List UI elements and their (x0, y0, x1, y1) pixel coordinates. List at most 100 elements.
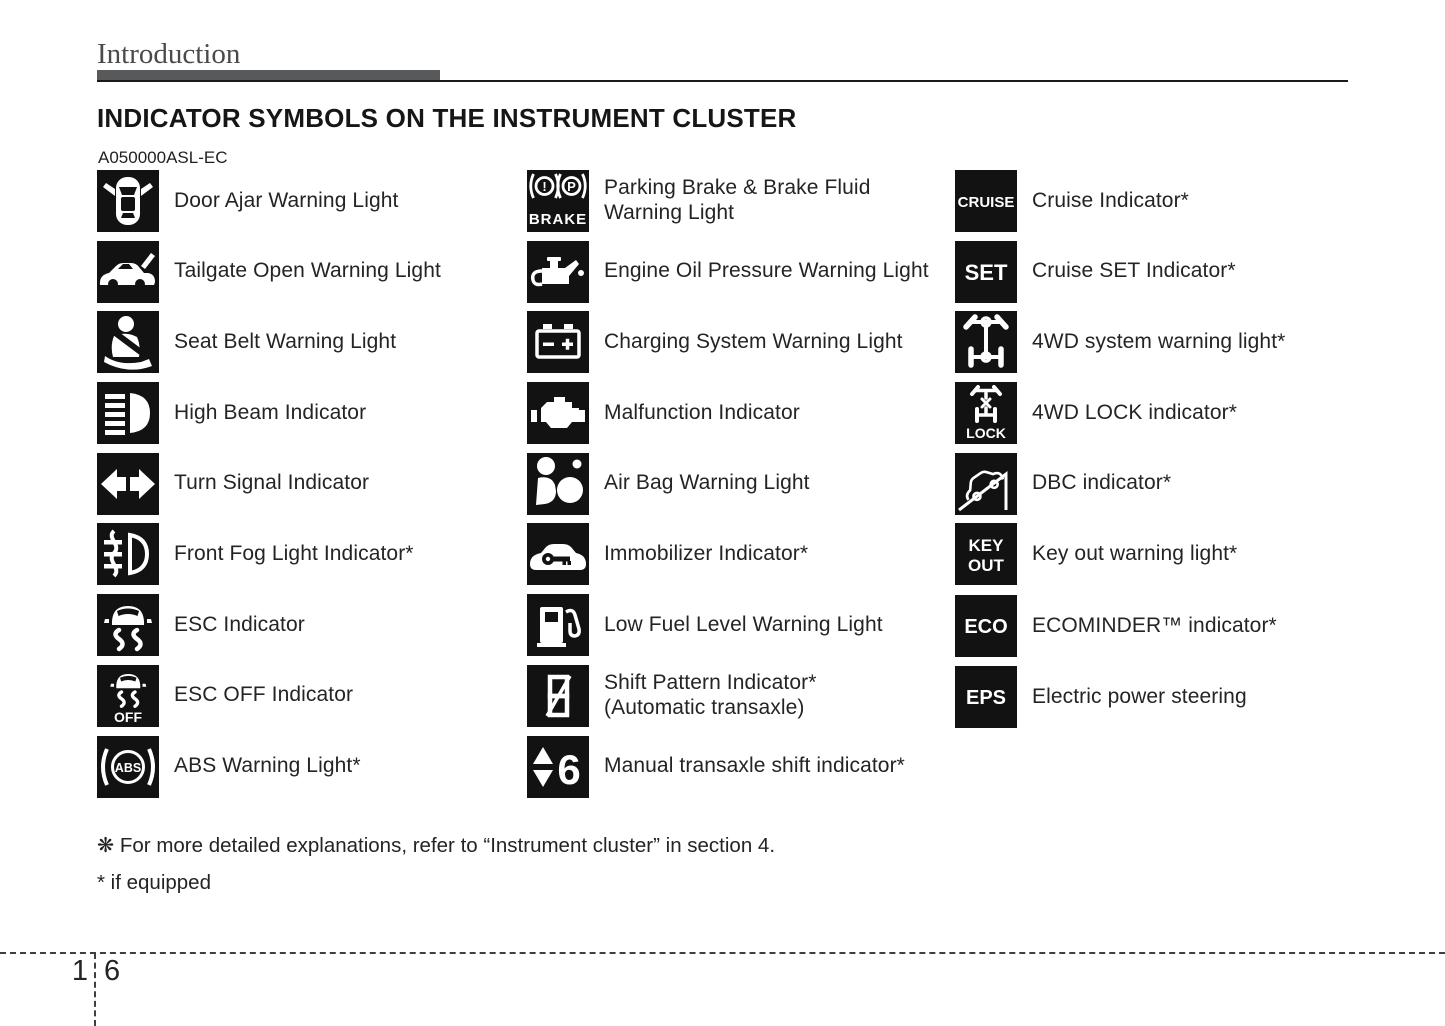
indicator-label: Cruise Indicator* (1032, 188, 1189, 212)
manual-shift-icon: 6 (527, 735, 589, 798)
section-header: Introduction (97, 38, 241, 70)
indicator-row: OFF ESC OFF Indicator (97, 664, 527, 727)
footnote-if-equipped: * if equipped (97, 871, 211, 894)
indicator-row: CRUISE Cruise Indicator* (955, 170, 1355, 232)
indicator-row: LOCK 4WD LOCK indicator* (955, 382, 1355, 445)
indicator-row: ECO ECOMINDER™ indicator* (955, 595, 1355, 658)
indicator-label: High Beam Indicator (174, 400, 367, 424)
indicator-row: Charging System Warning Light (527, 311, 955, 374)
footnote-reference: ❋ For more detailed explanations, refer … (97, 834, 776, 857)
indicator-row: Air Bag Warning Light (527, 452, 955, 515)
indicator-row: High Beam Indicator (97, 382, 527, 445)
svg-text:BRAKE: BRAKE (529, 211, 587, 228)
ecominder-icon: ECO (955, 595, 1017, 658)
immobilizer-icon (527, 523, 589, 586)
indicator-row: Low Fuel Level Warning Light (527, 594, 955, 657)
indicator-label: Electric power steering (1032, 684, 1247, 708)
turn-signal-icon (97, 452, 159, 515)
indicator-row: Engine Oil Pressure Warning Light (527, 240, 955, 303)
indicator-label: Door Ajar Warning Light (174, 188, 399, 212)
malfunction-icon (527, 382, 589, 445)
indicator-row: Front Fog Light Indicator* (97, 523, 527, 586)
eps-icon: EPS (955, 666, 1017, 729)
svg-text:!: ! (542, 179, 546, 194)
footer-vertical-dashed-line (94, 953, 96, 1026)
tailgate-open-icon (97, 240, 159, 303)
footer-dashed-line (0, 952, 1445, 954)
indicator-label: Engine Oil Pressure Warning Light (604, 259, 929, 283)
indicator-row: Tailgate Open Warning Light (97, 240, 527, 303)
svg-text:ECO: ECO (964, 616, 1007, 638)
indicator-row: 6 Manual transaxle shift indicator* (527, 735, 955, 798)
indicator-label: Front Fog Light Indicator* (174, 542, 414, 566)
indicator-column-3: CRUISE Cruise Indicator* SET Cruise SET Ind… (955, 170, 1355, 737)
indicator-row: Door Ajar Warning Light (97, 170, 527, 232)
indicator-label: ECOMINDER™ indicator* (1032, 614, 1277, 638)
indicator-label: Malfunction Indicator (604, 400, 800, 424)
indicator-label: Parking Brake & Brake Fluid Warning Ligh… (604, 176, 871, 224)
indicator-row: 4WD system warning light* (955, 311, 1355, 374)
fourwd-system-icon (955, 311, 1017, 374)
engine-oil-pressure-icon (527, 240, 589, 303)
indicator-label: ABS Warning Light* (174, 754, 361, 778)
indicator-label: Seat Belt Warning Light (174, 329, 397, 353)
svg-text:CRUISE: CRUISE (958, 194, 1015, 211)
svg-text:SET: SET (965, 260, 1008, 285)
indicator-label: Air Bag Warning Light (604, 471, 810, 495)
indicator-label: Key out warning light* (1032, 542, 1238, 566)
indicator-label: DBC indicator* (1032, 471, 1172, 495)
svg-text:EPS: EPS (966, 687, 1006, 709)
indicator-label: Immobilizer Indicator* (604, 542, 809, 566)
parking-brake-icon: ! P BRAKE (527, 170, 589, 232)
indicator-label: 4WD LOCK indicator* (1032, 400, 1237, 424)
indicator-row: Malfunction Indicator (527, 382, 955, 445)
high-beam-icon (97, 382, 159, 445)
indicator-label: Charging System Warning Light (604, 329, 903, 353)
header-gray-bar (97, 70, 440, 82)
indicator-label: 4WD system warning light* (1032, 329, 1286, 353)
indicator-row: SET Cruise SET Indicator* (955, 240, 1355, 303)
air-bag-icon (527, 452, 589, 515)
page-title: INDICATOR SYMBOLS ON THE INSTRUMENT CLUS… (97, 103, 797, 133)
svg-text:LOCK: LOCK (966, 425, 1006, 441)
svg-text:P: P (567, 179, 576, 194)
indicator-label: Tailgate Open Warning Light (174, 259, 441, 283)
indicator-row: ABS ABS Warning Light* (97, 735, 527, 798)
indicator-row: Shift Pattern Indicator* (Automatic tran… (527, 664, 955, 727)
charging-system-icon (527, 311, 589, 374)
indicator-label: Turn Signal Indicator (174, 471, 370, 495)
fourwd-lock-icon: LOCK (955, 382, 1017, 445)
indicator-row: Seat Belt Warning Light (97, 311, 527, 374)
svg-text:OUT: OUT (968, 556, 1005, 575)
indicator-label: Shift Pattern Indicator* (Automatic tran… (604, 671, 817, 719)
shift-pattern-icon (527, 664, 589, 727)
indicator-row: Turn Signal Indicator (97, 452, 527, 515)
esc-off-icon: OFF (97, 664, 159, 727)
indicator-label: Manual transaxle shift indicator* (604, 754, 905, 778)
indicator-label: Low Fuel Level Warning Light (604, 612, 883, 636)
indicator-label: ESC OFF Indicator (174, 683, 354, 707)
indicator-row: Immobilizer Indicator* (527, 523, 955, 586)
svg-text:ABS: ABS (115, 761, 141, 775)
svg-text:6: 6 (557, 746, 580, 793)
cruise-set-icon: SET (955, 240, 1017, 303)
esc-icon (97, 594, 159, 657)
indicator-row: DBC indicator* (955, 452, 1355, 515)
indicator-column-2: ! P BRAKE Parking Brake & Brake Fluid Warni… (527, 170, 955, 806)
seat-belt-icon (97, 311, 159, 374)
door-ajar-icon (97, 170, 159, 232)
indicator-label: Cruise SET Indicator* (1032, 259, 1236, 283)
svg-text:OFF: OFF (114, 709, 142, 725)
document-code: A050000ASL-EC (98, 148, 228, 167)
abs-warning-icon: ABS (97, 735, 159, 798)
indicator-row: ! P BRAKE Parking Brake & Brake Fluid Warni… (527, 170, 955, 232)
indicator-row: EPS Electric power steering (955, 666, 1355, 729)
header-rule-line (97, 80, 1348, 82)
dbc-icon (955, 452, 1017, 515)
cruise-icon: CRUISE (955, 170, 1017, 232)
page-number: 6 (104, 955, 121, 987)
front-fog-light-icon (97, 523, 159, 586)
